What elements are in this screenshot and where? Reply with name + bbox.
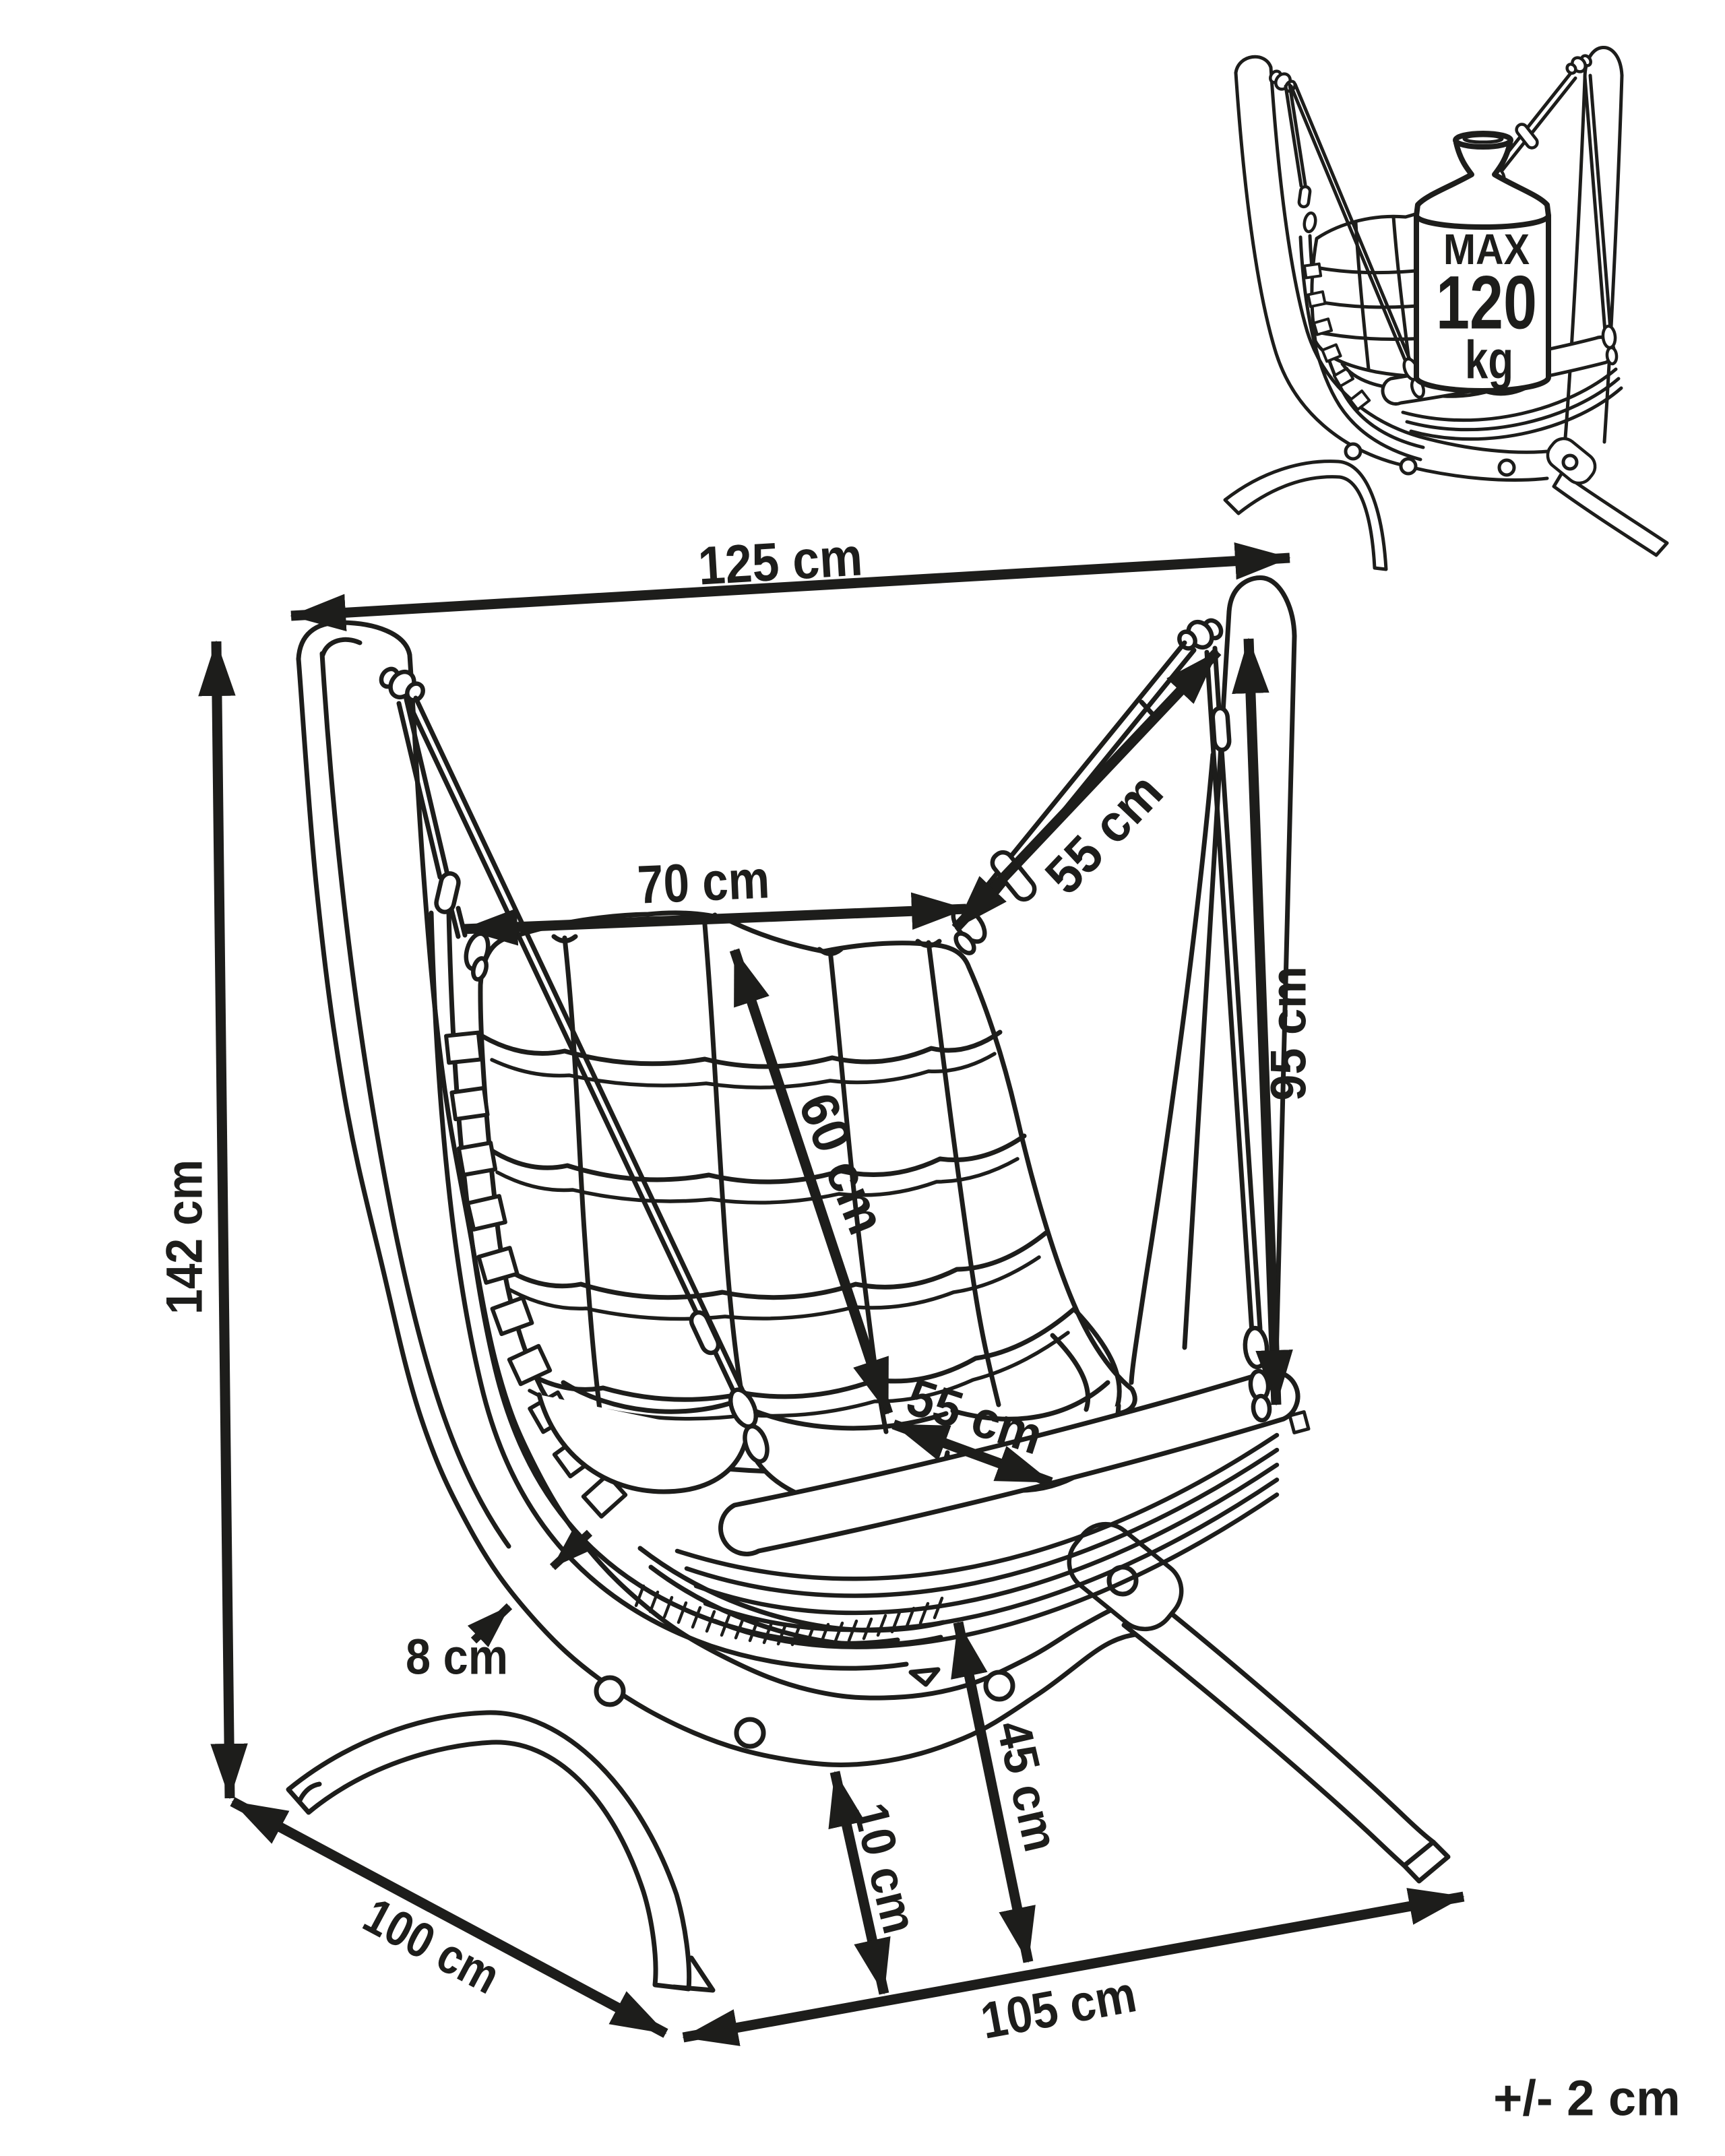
svg-text:8 cm: 8 cm xyxy=(406,1629,508,1685)
svg-text:95 cm: 95 cm xyxy=(1261,966,1317,1101)
svg-text:kg: kg xyxy=(1465,330,1513,390)
svg-text:+/- 2 cm: +/- 2 cm xyxy=(1493,2070,1681,2126)
svg-text:MAX: MAX xyxy=(1443,225,1530,274)
svg-text:142 cm: 142 cm xyxy=(156,1160,214,1314)
svg-text:70 cm: 70 cm xyxy=(636,849,771,914)
svg-text:125 cm: 125 cm xyxy=(697,526,865,596)
svg-text:120: 120 xyxy=(1436,261,1537,345)
